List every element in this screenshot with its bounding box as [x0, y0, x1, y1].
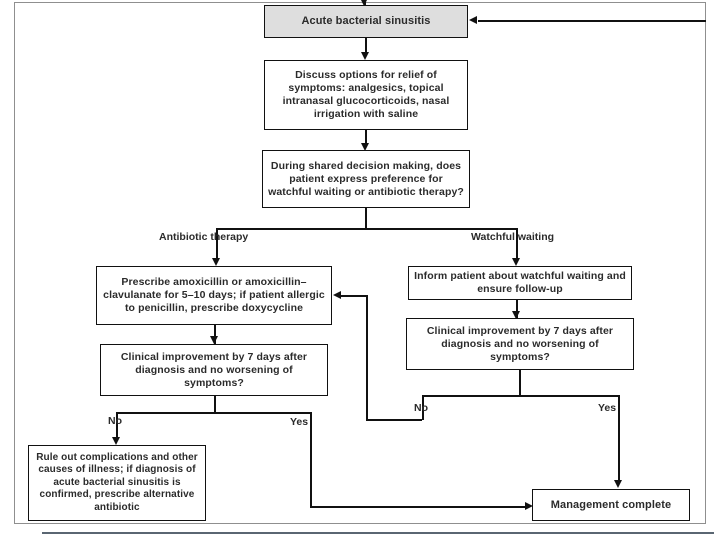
connector-branch-antibiotic — [216, 228, 218, 261]
connector-right-no — [422, 395, 424, 420]
arrowhead-into-prescribe — [212, 258, 220, 266]
connector-improvement-left-bus — [116, 412, 312, 414]
connector-improvement-left-stem — [214, 396, 216, 412]
edge-label-left-yes: Yes — [290, 416, 309, 428]
connector-improvement-right-stem — [519, 370, 521, 395]
bottom-rule — [42, 532, 714, 534]
connector-feedback-riser — [704, 20, 706, 21]
node-clinical-improvement-antibiotic[interactable]: Clinical improvement by 7 days after dia… — [100, 344, 328, 396]
edge-label-left-no: No — [108, 415, 122, 427]
connector-left-yes-horizontal — [310, 506, 526, 508]
arrowhead-into-improvement-left — [210, 336, 218, 344]
connector-inform-to-improvement — [516, 300, 518, 318]
connector-branch-watchful — [516, 228, 518, 261]
arrowhead-into-diagnosis-top — [360, 0, 368, 6]
arrowhead-into-improvement-right — [512, 311, 520, 319]
edge-label-antibiotic-therapy: Antibiotic therapy — [159, 231, 249, 243]
node-prescribe-antibiotic[interactable]: Prescribe amoxicillin or amoxicillin–cla… — [96, 266, 332, 325]
connector-left-no — [116, 412, 118, 440]
node-shared-decision-making[interactable]: During shared decision making, does pati… — [262, 150, 470, 208]
connector-prescribe-to-improvement — [214, 325, 216, 344]
connector-decision-stem — [365, 208, 367, 228]
node-clinical-improvement-watchful[interactable]: Clinical improvement by 7 days after dia… — [406, 318, 634, 370]
edge-label-right-yes: Yes — [598, 402, 617, 414]
node-discuss-options[interactable]: Discuss options for relief of symptoms: … — [264, 60, 468, 130]
arrowhead-into-discuss-options — [361, 52, 369, 60]
connector-discuss-to-decision — [365, 130, 367, 146]
connector-right-yes-vertical — [618, 395, 620, 483]
arrowhead-into-diagnosis-right — [469, 16, 477, 24]
node-rule-out-complications[interactable]: Rule out complications and other causes … — [28, 445, 206, 521]
connector-watchful-no-horizontal — [366, 419, 422, 421]
connector-watchful-no-into-prescribe — [341, 295, 368, 297]
connector-feedback-horizontal — [478, 20, 706, 22]
arrowhead-into-rule-out — [112, 437, 120, 445]
edge-label-right-no: No — [414, 402, 428, 414]
connector-watchful-no-vertical — [366, 295, 368, 420]
connector-diagnosis-to-discuss — [365, 38, 367, 55]
connector-decision-split-bus — [216, 228, 517, 230]
arrowhead-into-prescribe-right — [333, 291, 341, 299]
arrowhead-into-management-top — [614, 480, 622, 488]
connector-left-yes-vertical — [310, 412, 312, 508]
node-management-complete[interactable]: Management complete — [532, 489, 690, 521]
node-acute-bacterial-sinusitis[interactable]: Acute bacterial sinusitis — [264, 5, 468, 38]
node-inform-patient-watchful-waiting[interactable]: Inform patient about watchful waiting an… — [408, 266, 632, 300]
connector-improvement-right-bus — [422, 395, 619, 397]
edge-label-watchful-waiting: Watchful waiting — [471, 231, 555, 243]
arrowhead-into-shared-decision — [361, 143, 369, 151]
arrowhead-into-inform-patient — [512, 258, 520, 266]
arrowhead-into-management-left — [525, 502, 533, 510]
